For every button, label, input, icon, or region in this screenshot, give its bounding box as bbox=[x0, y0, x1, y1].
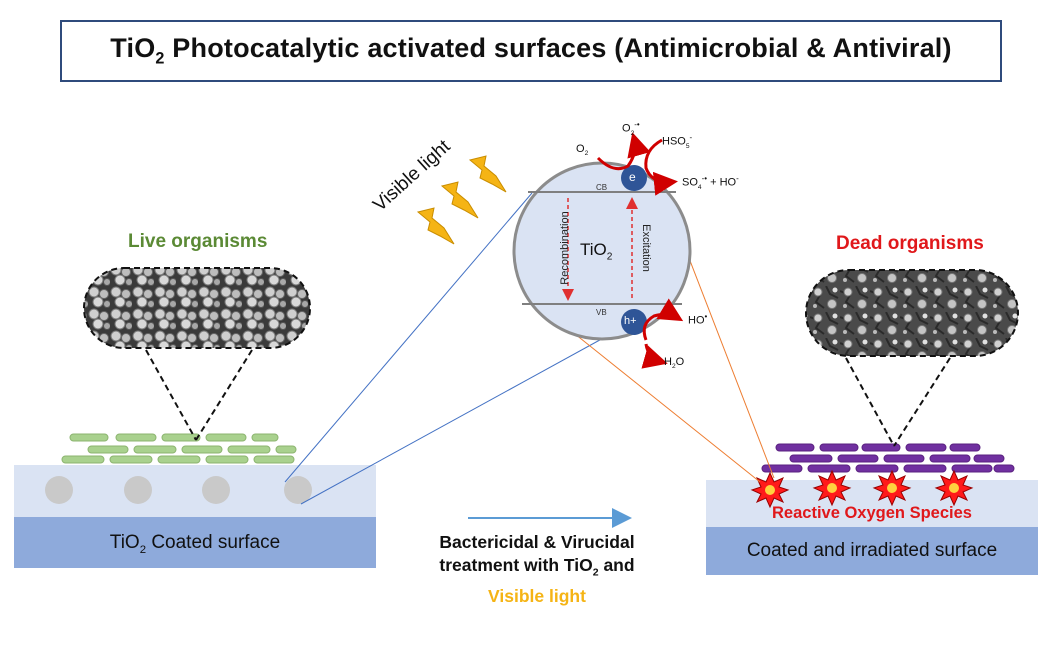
dead-organisms-label: Dead organisms bbox=[836, 233, 984, 254]
cb-label: CB bbox=[596, 183, 608, 192]
center-caption: Bactericidal & Virucidal treatment with … bbox=[392, 531, 682, 608]
water-label: H2O bbox=[664, 356, 685, 371]
hso5-label: HSO5- bbox=[662, 133, 693, 150]
live-bacteria bbox=[61, 433, 297, 464]
zoom-connectors bbox=[284, 192, 775, 505]
superoxide-label: O2-• bbox=[622, 120, 640, 137]
lightning-bolt-icon bbox=[416, 155, 507, 245]
live-organisms-label: Live organisms bbox=[128, 231, 268, 252]
tio2-particle bbox=[202, 476, 230, 504]
tio2-particle bbox=[124, 476, 152, 504]
title-box: TiO2 Photocatalytic activated surfaces (… bbox=[60, 20, 1002, 82]
tio2-particle bbox=[284, 476, 312, 504]
center-caption-line1: Bactericidal & Virucidal bbox=[439, 532, 635, 552]
excitation-label: Excitation bbox=[640, 224, 652, 272]
starburst-icon bbox=[750, 469, 974, 509]
tio2-particle-zoom bbox=[512, 161, 692, 341]
curved-arrow-icon bbox=[596, 132, 684, 369]
ros-label: Reactive Oxygen Species bbox=[772, 504, 972, 522]
page-title: TiO2 Photocatalytic activated surfaces (… bbox=[110, 33, 952, 68]
center-caption-line3: Visible light bbox=[488, 585, 586, 606]
hole-label: h+ bbox=[624, 315, 637, 327]
sulfate-radical-label: SO4-• + HO- bbox=[682, 174, 739, 191]
right-surface-label: Coated and irradiated surface bbox=[746, 540, 998, 561]
left-surface bbox=[14, 465, 376, 568]
electron-label: e bbox=[629, 170, 636, 184]
tio2-particle bbox=[45, 476, 73, 504]
particle-core-label: TiO2 bbox=[580, 240, 613, 263]
vb-label: VB bbox=[596, 308, 607, 317]
dead-bacteria bbox=[761, 443, 1015, 473]
dead-sem-image bbox=[805, 269, 1019, 447]
left-surface-label: TiO2 Coated surface bbox=[109, 532, 281, 556]
hydroxyl-radical-label: HO• bbox=[688, 312, 708, 327]
recombination-label: Recombination bbox=[559, 211, 571, 285]
o2-label: O2 bbox=[576, 143, 589, 158]
live-sem-image bbox=[83, 267, 311, 441]
center-caption-line2: treatment with TiO2 and bbox=[439, 555, 635, 579]
